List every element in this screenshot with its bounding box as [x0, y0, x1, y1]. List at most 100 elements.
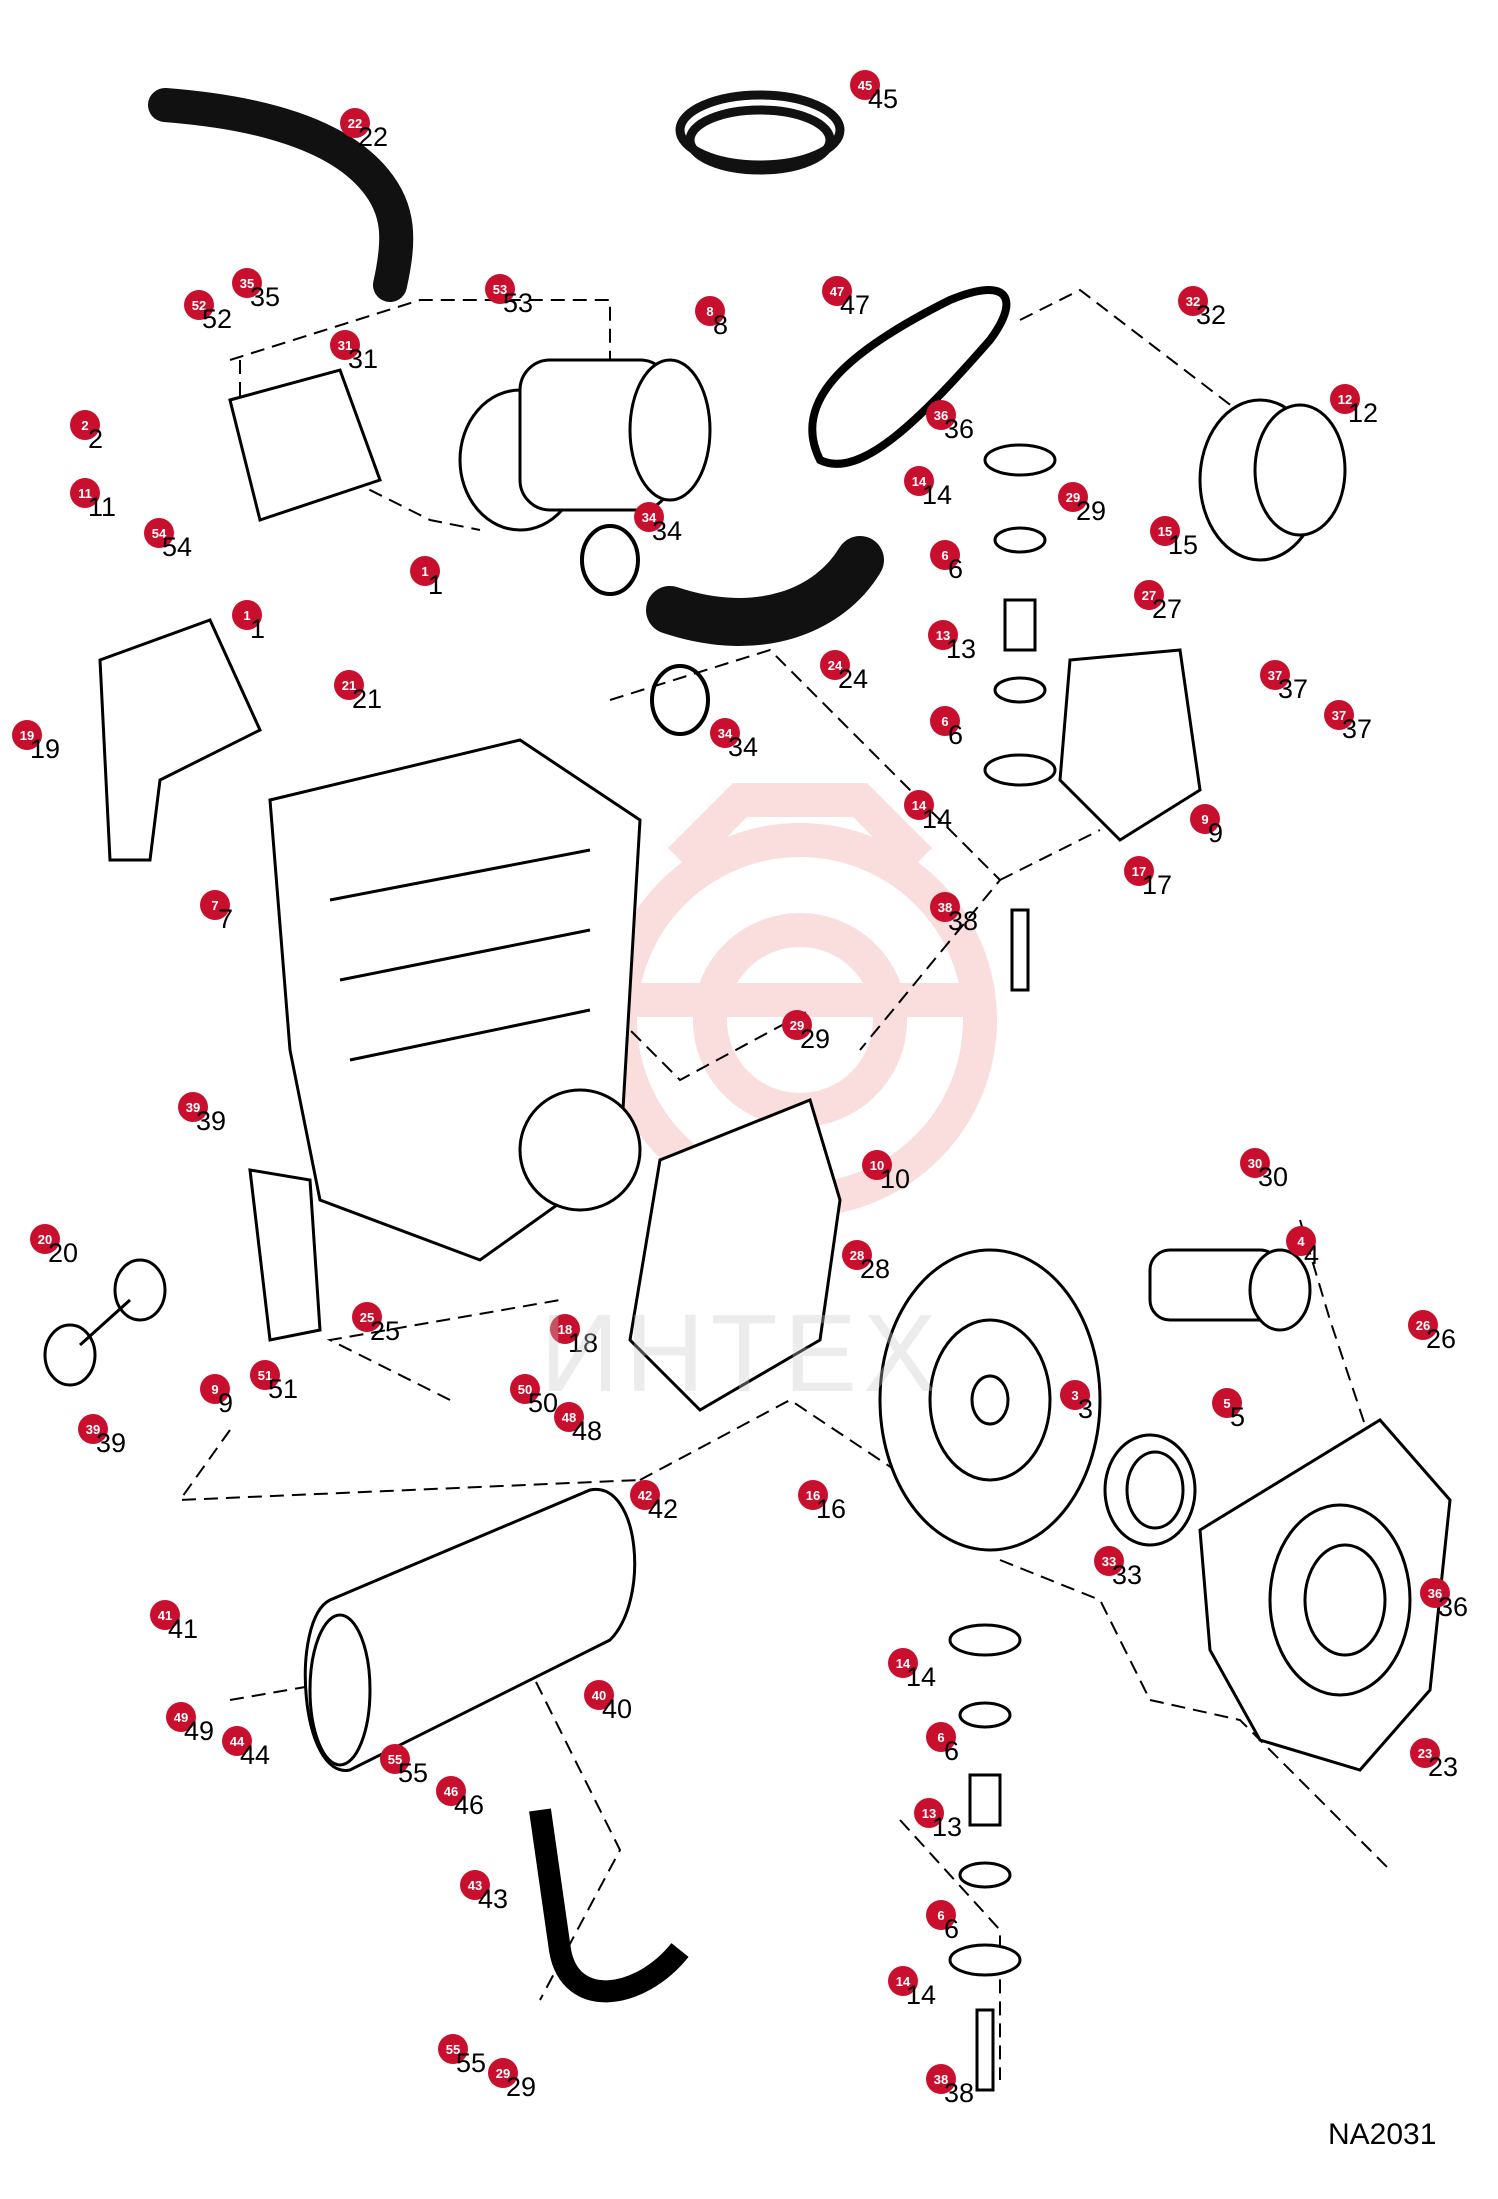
- callout-number: 27: [1152, 594, 1183, 624]
- mount-stack-upper: [983, 443, 1057, 992]
- callout-number: 14: [906, 1980, 937, 2010]
- callout-badge: 11: [70, 478, 100, 508]
- callout-badge: 48: [554, 1402, 584, 1432]
- callout-number: 38: [948, 906, 979, 936]
- callout-number: 44: [240, 1740, 271, 1770]
- callout-number: 2: [88, 424, 104, 454]
- callout-number: 10: [880, 1164, 911, 1194]
- callout-badge: 29: [488, 2058, 518, 2088]
- callout-badge: 1: [232, 600, 262, 630]
- callout-badge: 10: [862, 1150, 892, 1180]
- seal-5: [1103, 1433, 1197, 1547]
- callout-number: 31: [348, 344, 379, 374]
- callout-badge: 45: [850, 70, 880, 100]
- callout-badge: 41: [150, 1600, 180, 1630]
- callout-badge: 14: [904, 466, 934, 496]
- callout-number: 9: [1208, 818, 1224, 848]
- hose-22: [148, 88, 414, 302]
- callout-number: 20: [48, 1238, 79, 1268]
- callout-badge: 16: [798, 1480, 828, 1510]
- callout-badge: 6: [930, 540, 960, 570]
- callout-badge: 50: [510, 1374, 540, 1404]
- callout-badge: 55: [438, 2034, 468, 2064]
- callout-badge: 33: [1094, 1546, 1124, 1576]
- callout-number: 6: [948, 720, 964, 750]
- callout-badge: 36: [1420, 1578, 1450, 1608]
- callout-number: 54: [162, 532, 193, 562]
- callout-number: 11: [88, 492, 117, 522]
- callout-badge: 37: [1324, 700, 1354, 730]
- callout-number: 36: [944, 414, 975, 444]
- callout-number: 38: [944, 2078, 975, 2108]
- callout-number: 4: [1304, 1240, 1320, 1270]
- callout-badge: 17: [1124, 856, 1154, 886]
- mount-stack-lower: [948, 1623, 1022, 2092]
- clamps-34: [580, 524, 710, 736]
- callout-number: 43: [478, 1884, 509, 1914]
- callout-badge: 15: [1150, 516, 1180, 546]
- callout-number: 8: [713, 310, 729, 340]
- callout-number: 1: [428, 570, 444, 600]
- callout-badge: 6: [926, 1722, 956, 1752]
- callout-number: 40: [602, 1694, 633, 1724]
- callout-number: 7: [218, 904, 234, 934]
- callout-badge: 53: [485, 274, 515, 304]
- callout-number: 12: [1348, 398, 1379, 428]
- callout-number: 34: [652, 516, 683, 546]
- callout-badge: 29: [782, 1010, 812, 1040]
- callout-number: 3: [1078, 1394, 1094, 1424]
- callout-badge: 31: [330, 330, 360, 360]
- motor-mount-20: [43, 1168, 322, 1387]
- callout-number: 17: [1142, 870, 1173, 900]
- callout-number: 26: [1426, 1324, 1457, 1354]
- callout-number: 42: [648, 1494, 679, 1524]
- callout-badge: 34: [710, 718, 740, 748]
- callout-badge: 34: [634, 502, 664, 532]
- adapter-plate-18: [628, 1097, 842, 1412]
- callout-badge: 1: [410, 556, 440, 586]
- callout-badge: 14: [888, 1648, 918, 1678]
- callout-badge: 22: [340, 108, 370, 138]
- callout-badge: 37: [1260, 660, 1290, 690]
- callout-number: 14: [922, 804, 953, 834]
- engine-7: [268, 738, 642, 1262]
- callout-number: 55: [398, 1758, 429, 1788]
- callout-number: 41: [168, 1614, 199, 1644]
- callout-badge: 40: [584, 1680, 614, 1710]
- callout-number: 23: [1428, 1752, 1459, 1782]
- callout-number: 19: [30, 734, 61, 764]
- air-cleaner-8: [458, 358, 712, 532]
